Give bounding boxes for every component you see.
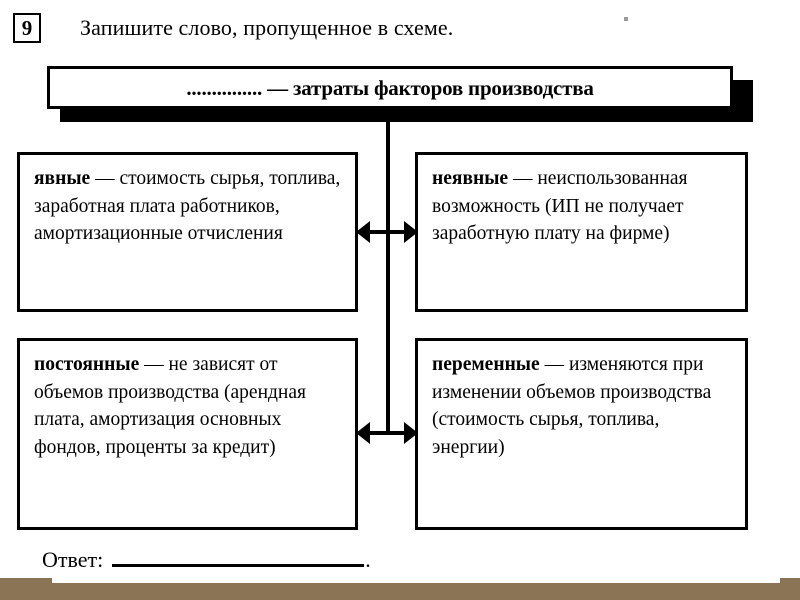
footer-band xyxy=(0,583,800,600)
diagram-vertical-connector xyxy=(386,109,390,435)
diagram-node-explicit: явные — стоимость сырья, топлива, зарабо… xyxy=(17,152,358,312)
node-term-implicit: неявные xyxy=(432,168,509,189)
node-body-explicit: — стоимость сырья, топлива, заработная п… xyxy=(34,168,341,244)
arrow-shaft xyxy=(364,230,410,234)
node-body-implicit: — неиспользованная возможность (ИП не по… xyxy=(432,168,688,244)
arrow-head-left-icon xyxy=(356,221,370,243)
diagram-root-label: ............... — затраты факторов произ… xyxy=(186,75,594,100)
arrow-head-right-icon xyxy=(404,221,418,243)
arrow-head-right-icon xyxy=(404,422,418,444)
answer-row: Ответ: . xyxy=(42,545,371,573)
node-term-variable: переменные xyxy=(432,354,540,375)
scan-artifact-speck xyxy=(624,17,628,21)
footer-band-left-edge xyxy=(0,578,52,585)
task-number-box: 9 xyxy=(13,13,41,43)
arrow-head-left-icon xyxy=(356,422,370,444)
task-prompt-text: Запишите слово, пропущенное в схеме. xyxy=(80,15,454,40)
diagram-node-fixed: постоянные — не зависят от объемов произ… xyxy=(17,338,358,530)
node-term-fixed: постоянные xyxy=(34,354,140,375)
diagram-node-variable: переменные — изменяются при изменении об… xyxy=(415,338,748,530)
node-term-explicit: явные xyxy=(34,168,91,189)
arrow-shaft xyxy=(364,431,410,435)
diagram-node-implicit: неявные — неиспользованная возможность (… xyxy=(415,152,748,312)
double-arrow-icon-bottom xyxy=(356,422,418,444)
node-body-fixed: — не зависят от объемов производства (ар… xyxy=(34,354,306,458)
double-arrow-icon-top xyxy=(356,221,418,243)
answer-input-blank[interactable] xyxy=(112,545,365,567)
diagram-root-box: ............... — затраты факторов произ… xyxy=(47,66,733,109)
footer-band-right-edge xyxy=(780,578,800,585)
answer-terminator: . xyxy=(365,547,371,572)
node-body-variable: — изменяются при изменении объемов произ… xyxy=(432,354,712,458)
answer-label: Ответ: xyxy=(42,547,104,572)
